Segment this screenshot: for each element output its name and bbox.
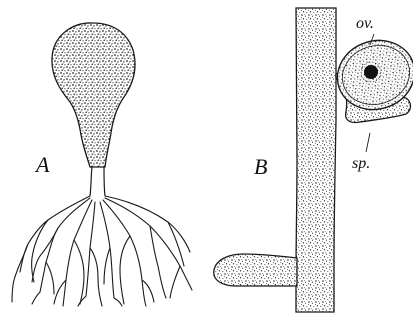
lateral-branch [214,254,297,286]
figure-a-label: A [34,152,50,177]
antheridium-label: sp. [352,155,370,172]
oogonium-label: ov. [356,15,374,32]
vesicle-bulb [52,23,135,167]
oospore-nucleus [364,65,378,79]
figure-b-label: B [254,154,267,179]
vesicle-stalk [90,166,105,196]
antheridium-pointer [366,133,370,152]
figure-b-organism [214,8,413,312]
rhizoid-branches [12,196,192,306]
main-filament [296,8,336,312]
